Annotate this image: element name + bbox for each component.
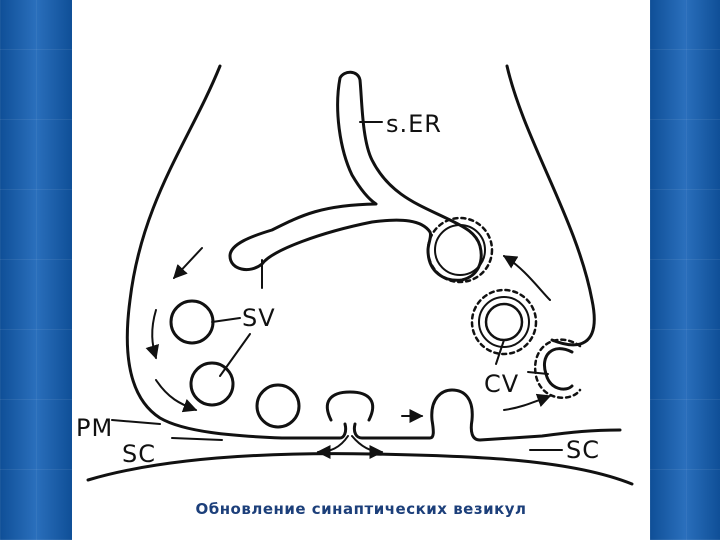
cv-leader-line xyxy=(495,339,505,365)
cv-leader-line xyxy=(527,371,549,375)
coated-pit xyxy=(533,338,582,399)
sv-label: SV xyxy=(242,304,276,332)
slide-canvas: s.ER SV CV PM SC SC Обновление синаптиче… xyxy=(72,0,650,540)
release-arrow xyxy=(316,435,349,459)
synaptic-vesicle xyxy=(255,383,301,429)
flow-arrow xyxy=(145,309,159,360)
flow-arrow xyxy=(155,379,198,413)
synaptic-vesicle-recycling-diagram: s.ER SV CV PM SC SC xyxy=(76,64,634,486)
terminal-membrane-left xyxy=(125,64,284,440)
flow-arrow xyxy=(502,255,551,301)
coated-vesicle xyxy=(470,288,538,356)
flow-arrow xyxy=(503,393,552,411)
ser-label: s.ER xyxy=(386,110,442,138)
left-background-panel xyxy=(0,0,72,540)
flow-arrow xyxy=(173,247,203,280)
pm-label: PM xyxy=(76,414,113,442)
sc-right-label: SC xyxy=(566,436,600,464)
coated-vesicle-er xyxy=(426,216,494,284)
presynaptic-membrane xyxy=(280,388,622,442)
release-arrow xyxy=(351,435,384,459)
postsynaptic-membrane xyxy=(86,452,634,486)
sc-left-label: SC xyxy=(122,440,156,468)
synaptic-vesicle xyxy=(169,299,215,345)
sc-leader-line xyxy=(171,437,223,441)
right-background-panel xyxy=(650,0,720,540)
smooth-er xyxy=(228,70,483,282)
cv-label: CV xyxy=(484,370,519,398)
docked-vesicle xyxy=(325,390,375,422)
synaptic-vesicle xyxy=(189,361,235,407)
pm-leader-line xyxy=(111,419,161,425)
sv-leader-line xyxy=(219,333,251,377)
sv-leader-line xyxy=(211,317,241,323)
slide-caption: Обновление синаптических везикул xyxy=(195,500,527,518)
